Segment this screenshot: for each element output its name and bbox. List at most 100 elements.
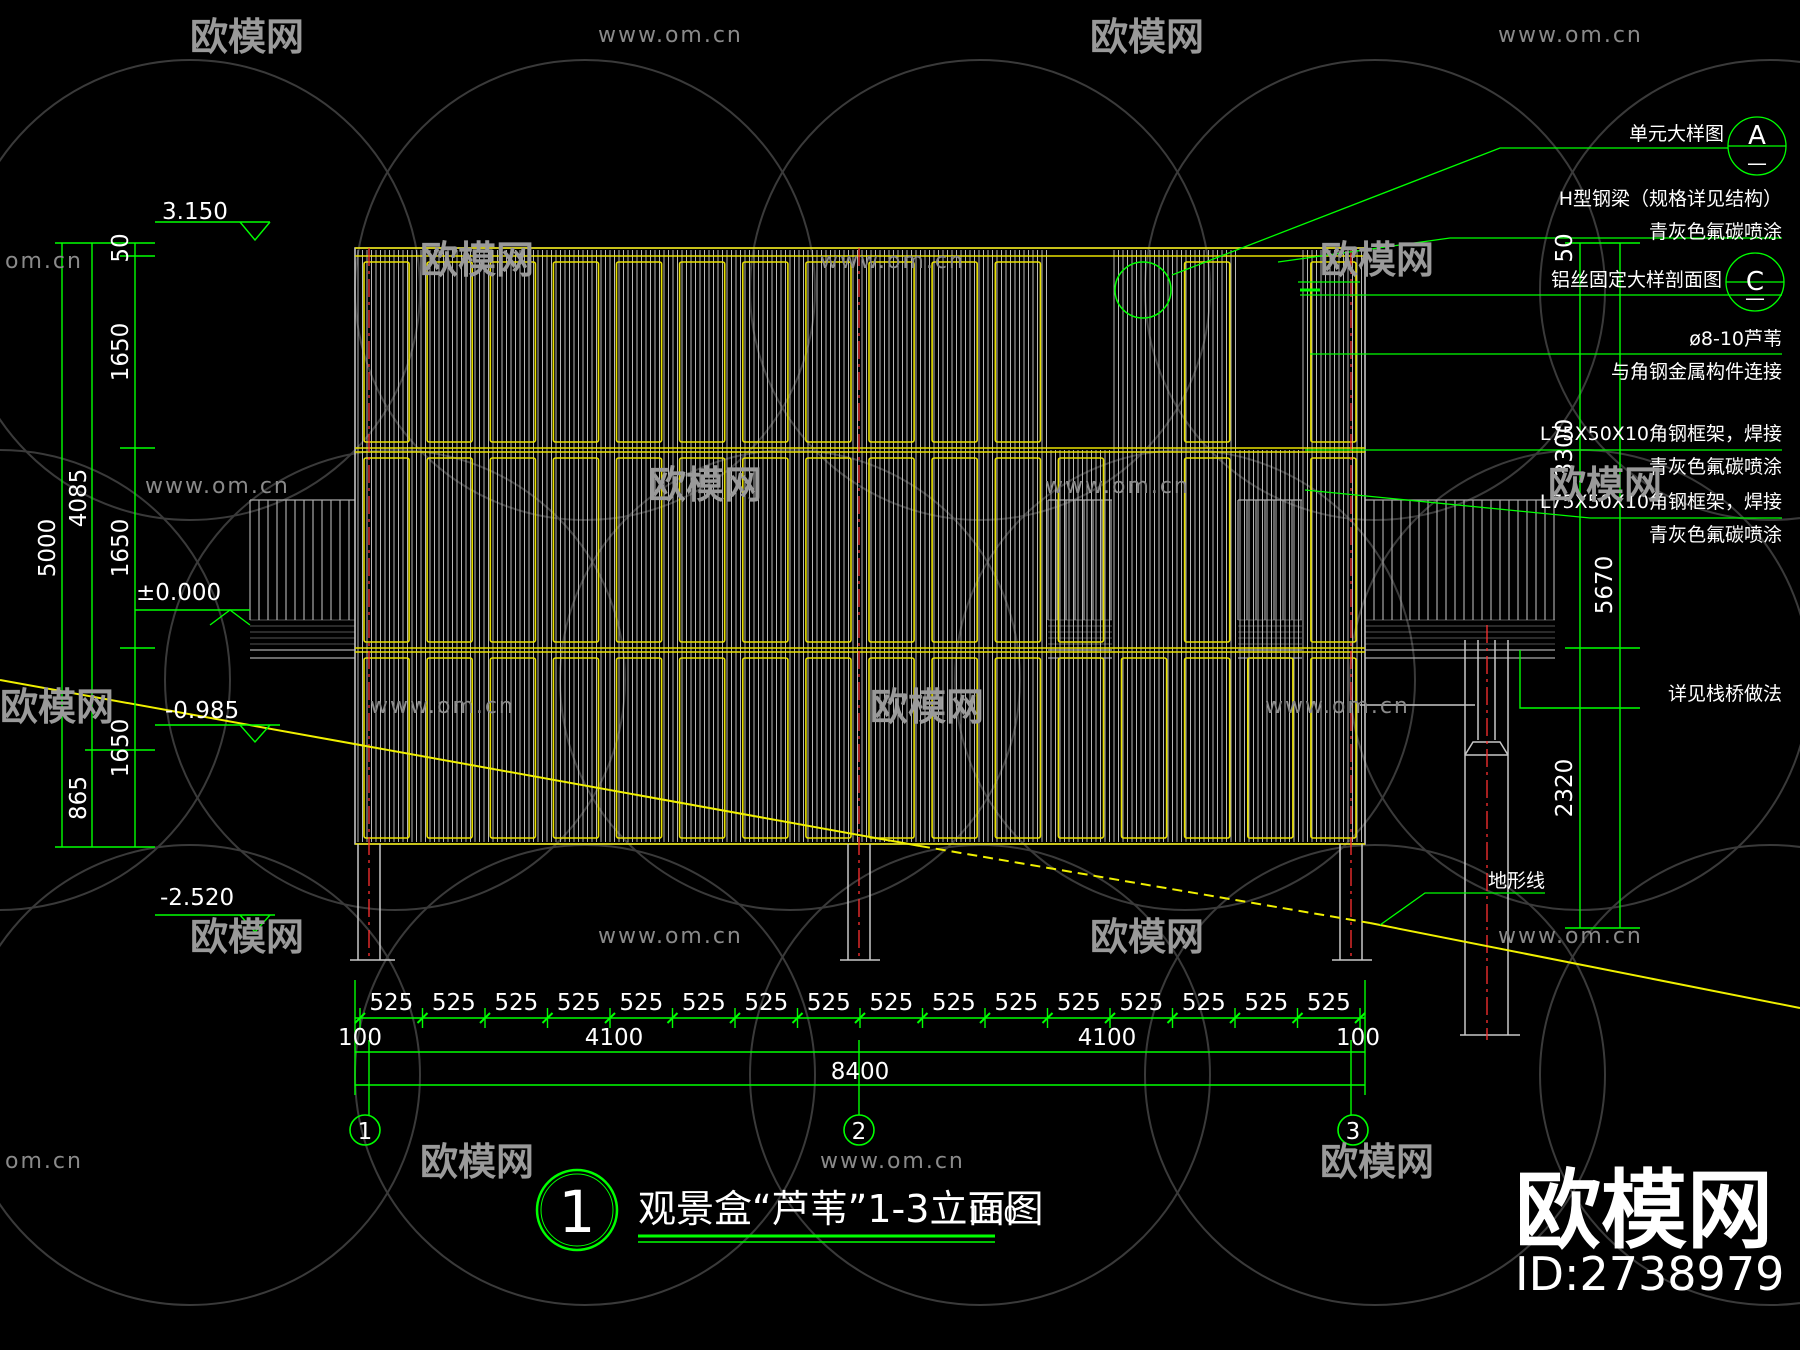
watermark-url: www.om.cn [1045,474,1190,499]
module-dimension: 525 [494,990,538,1016]
right-dimension-lines [1519,242,1640,929]
brand-logo-text: 欧模网 [1515,1161,1773,1261]
drawing-number: 1 [559,1178,596,1246]
callout-reed-conn: 与角钢金属构件连接 [1611,361,1782,383]
watermark-url: om.cn [5,1149,83,1174]
drawing-title-block: 1 观景盒“芦苇”1-3立面图 1:50 [535,1168,1043,1252]
callout-reed: ø8-10芦苇 [1689,328,1782,350]
dim-half-right: 4100 [1078,1025,1137,1051]
watermark-url: www.om.cn [820,249,965,274]
module-dimension: 525 [682,990,726,1016]
dim-left-1650-b: 1650 [108,519,134,578]
watermark-url: www.om.cn [1498,924,1643,949]
watermark-logo: 欧模网 [648,463,762,507]
level-mid: -0.985 [165,698,239,724]
dim-left-1650-c: 1650 [108,719,134,778]
frame-beams [355,247,1365,845]
watermark-logo: 欧模网 [1320,1140,1434,1184]
callout-detail-c: 铝丝固定大样剖面图 [1551,269,1722,291]
dim-total-width: 8400 [831,1059,890,1085]
callout-detail-a: 单元大样图 [1629,123,1724,145]
detail-c-sheet: — [1745,286,1765,310]
watermark-url: om.cn [5,249,83,274]
module-dimension: 525 [1119,990,1163,1016]
module-dimension: 525 [869,990,913,1016]
reed-panels [363,261,1357,839]
terrain-line [0,679,1800,1009]
dim-edge-right: 100 [1336,1025,1380,1051]
grid-axis-1: 1 [358,1119,373,1145]
detail-c-mark: C [1746,267,1764,297]
watermark-url: www.om.cn [598,23,743,48]
watermark-logo: 欧模网 [420,238,534,282]
module-dimension: 525 [1182,990,1226,1016]
axis-centerlines [368,248,1488,1040]
grid-axis-bubbles [349,1114,1369,1146]
left-dimension-lines [55,221,280,934]
module-dimension: 525 [432,990,476,1016]
watermark-url: www.om.cn [370,694,515,719]
dim-right-5670: 5670 [1592,556,1618,615]
dim-left-1650-a: 1650 [108,323,134,382]
level-zero: ±0.000 [136,580,221,606]
columns [350,844,1372,961]
watermark-circles [0,59,1800,1306]
module-dimension: 525 [557,990,601,1016]
level-bottom: -2.520 [160,885,234,911]
callout-h-beam: H型钢梁（规格详见结构） [1559,188,1782,210]
module-dimension: 525 [932,990,976,1016]
watermark-url: www.om.cn [820,1149,965,1174]
callout-leaders [1171,116,1787,926]
callout-frame-2: L75X50X10角钢框架，焊接 [1540,491,1782,513]
module-dimension: 525 [619,990,663,1016]
grid-axis-2: 2 [852,1119,867,1145]
bridge-pier [1360,640,1520,1036]
watermark-logo: 欧模网 [1548,463,1662,507]
drawing-scale: 1:50 [968,1203,1017,1228]
watermark-logo: 欧模网 [190,15,304,59]
callout-frame-1: L75X50X10角钢框架，焊接 [1540,423,1782,445]
watermarks: 欧模网 欧模网 www.om.cn www.om.cn 欧模网 欧模网 om.c… [0,15,1662,1184]
dim-right-50: 50 [1552,233,1578,262]
dim-lower-height: 865 [66,776,92,820]
module-dimension: 525 [807,990,851,1016]
watermark-logo: 欧模网 [1090,915,1204,959]
dim-upper-height: 4085 [66,469,92,528]
module-dimension: 525 [1244,990,1288,1016]
reed-box-facade [354,247,1366,845]
module-dimension: 525 [1057,990,1101,1016]
module-dimension: 525 [744,990,788,1016]
watermark-logo: 欧模网 [870,685,984,729]
watermark-logo: 欧模网 [1090,15,1204,59]
detail-a-circle [1114,261,1172,319]
callout-frame-1-paint: 青灰色氟碳喷涂 [1649,456,1782,478]
grid-axis-3: 3 [1346,1119,1361,1145]
dim-right-3300: 3300 [1552,419,1578,478]
drawing-title: 观景盒“芦苇”1-3立面图 [638,1187,1043,1231]
callout-frame-2-paint: 青灰色氟碳喷涂 [1649,524,1782,546]
module-dimension: 525 [369,990,413,1016]
detail-a-sheet: — [1747,151,1767,175]
detail-a-mark: A [1748,121,1766,151]
watermark-url: www.om.cn [598,924,743,949]
module-dimension: 525 [1307,990,1351,1016]
callout-terrain: 地形线 [1488,870,1545,892]
level-top: 3.150 [162,199,228,225]
watermark-logo: 欧模网 [1320,238,1434,282]
watermark-logo: 欧模网 [0,685,114,729]
watermark-url: www.om.cn [145,474,290,499]
module-dimension: 525 [994,990,1038,1016]
module-dimension-labels: 525 525 525 525 525 525 525 525 525 525 525 525 525 5… [369,990,1350,1016]
dim-left-50: 50 [108,233,134,262]
dim-total-height: 5000 [35,519,61,578]
callout-h-beam-paint: 青灰色氟碳喷涂 [1649,221,1782,243]
watermark-url: www.om.cn [1265,694,1410,719]
dim-half-left: 4100 [585,1025,644,1051]
dim-right-2320: 2320 [1552,759,1578,818]
brand-id: ID:2738979 [1515,1247,1784,1301]
watermark-logo: 欧模网 [190,915,304,959]
callout-bridge: 详见栈桥做法 [1668,683,1782,705]
watermark-url: www.om.cn [1498,23,1643,48]
watermark-logo: 欧模网 [420,1140,534,1184]
